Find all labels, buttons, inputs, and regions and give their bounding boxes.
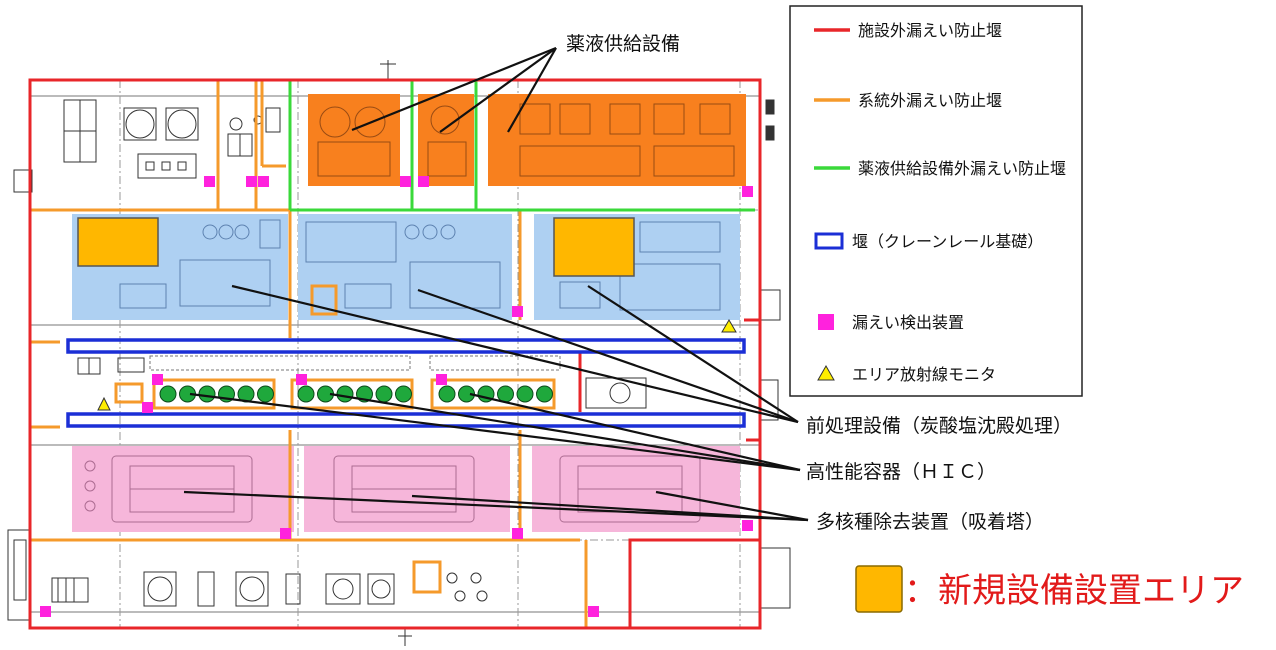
legend: 施設外漏えい防止堰 系統外漏えい防止堰 薬液供給設備外漏えい防止堰 堰（クレーン… (789, 5, 1083, 397)
hic-container (336, 385, 354, 403)
hic-container (257, 385, 274, 403)
legend-label-chemical-barrier: 薬液供給設備外漏えい防止堰 (858, 159, 1066, 178)
adsorption-equipment-lines (84, 455, 701, 523)
red-barriers (28, 78, 762, 630)
new-area-rect-1 (77, 217, 159, 267)
hic-container (536, 385, 553, 403)
hic-container (516, 385, 534, 403)
chemical-area-2 (418, 94, 474, 186)
callout-chemical-supply: 薬液供給設備 (566, 33, 680, 55)
hic-row-3-frame (430, 378, 556, 410)
leak-detector-icon (40, 606, 51, 617)
chemical-supply-areas (308, 94, 746, 186)
hic-container (198, 385, 216, 403)
leak-detector-icon (152, 374, 163, 385)
magenta-square-icon (818, 314, 834, 330)
radiation-monitors (97, 319, 737, 411)
leak-detector-icon (258, 176, 269, 187)
leak-detector-icon (280, 528, 291, 539)
hic-container (159, 385, 177, 403)
new-area-rects (77, 217, 635, 277)
leak-detector-icon (512, 528, 523, 539)
chemical-equipment-lines (317, 103, 735, 177)
leak-detector-icon (742, 520, 753, 531)
adsorption-areas (72, 446, 740, 532)
legend-label-crane-rail: 堰（クレーンレール基礎） (852, 232, 1043, 251)
leak-detector-icon (588, 606, 599, 617)
legend-box (789, 5, 1083, 397)
legend-label-facility-barrier: 施設外漏えい防止堰 (858, 21, 1002, 40)
chemical-area-1 (308, 94, 400, 186)
callout-adsorption: 多核種除去装置（吸着塔） (816, 511, 1044, 533)
radiation-monitor-icon (721, 319, 737, 333)
new-area-rect-2 (553, 217, 635, 277)
leak-detector-icon (418, 176, 429, 187)
leak-detector-icon (142, 402, 153, 413)
new-area-key: ：新規設備設置エリア (855, 565, 1244, 613)
legend-label-leak-detector: 漏えい検出装置 (852, 313, 964, 332)
callout-pretreatment: 前処理設備（炭酸塩沈殿処理） (806, 415, 1072, 437)
top-left-equipment (63, 99, 281, 179)
green-barriers (288, 80, 755, 212)
new-area-swatch (855, 565, 903, 613)
leak-detector-icon (296, 374, 307, 385)
hic-container (497, 385, 514, 403)
crane-rail-barriers (66, 338, 746, 428)
leak-detector-icon (436, 374, 447, 385)
legend-label-radiation-monitor: エリア放射線モニタ (852, 365, 996, 384)
radiation-monitor-icon (97, 396, 111, 411)
leader-lines (183, 46, 809, 522)
leak-detector-icon (742, 186, 753, 197)
hic-container (375, 385, 393, 403)
yellow-triangle-icon (817, 364, 835, 381)
chemical-area-3 (488, 94, 746, 186)
leak-detector-icon (512, 306, 523, 317)
callout-hic: 高性能容器（ＨＩＣ） (806, 461, 996, 483)
leak-detector-icon (400, 176, 411, 187)
new-area-label: ：新規設備設置エリア (904, 571, 1244, 611)
orange-barriers (30, 80, 588, 628)
hic-container (297, 385, 315, 403)
hic-container (438, 385, 456, 403)
blue-rectangle-icon (814, 232, 844, 250)
hic-area-details (77, 355, 647, 409)
legend-label-system-barrier: 系統外漏えい防止堰 (858, 91, 1002, 110)
hic-container (395, 385, 412, 403)
leak-detector-icon (204, 176, 215, 187)
bottom-equipment (51, 571, 488, 607)
leak-detectors (40, 176, 753, 617)
leak-detector-icon (246, 176, 257, 187)
